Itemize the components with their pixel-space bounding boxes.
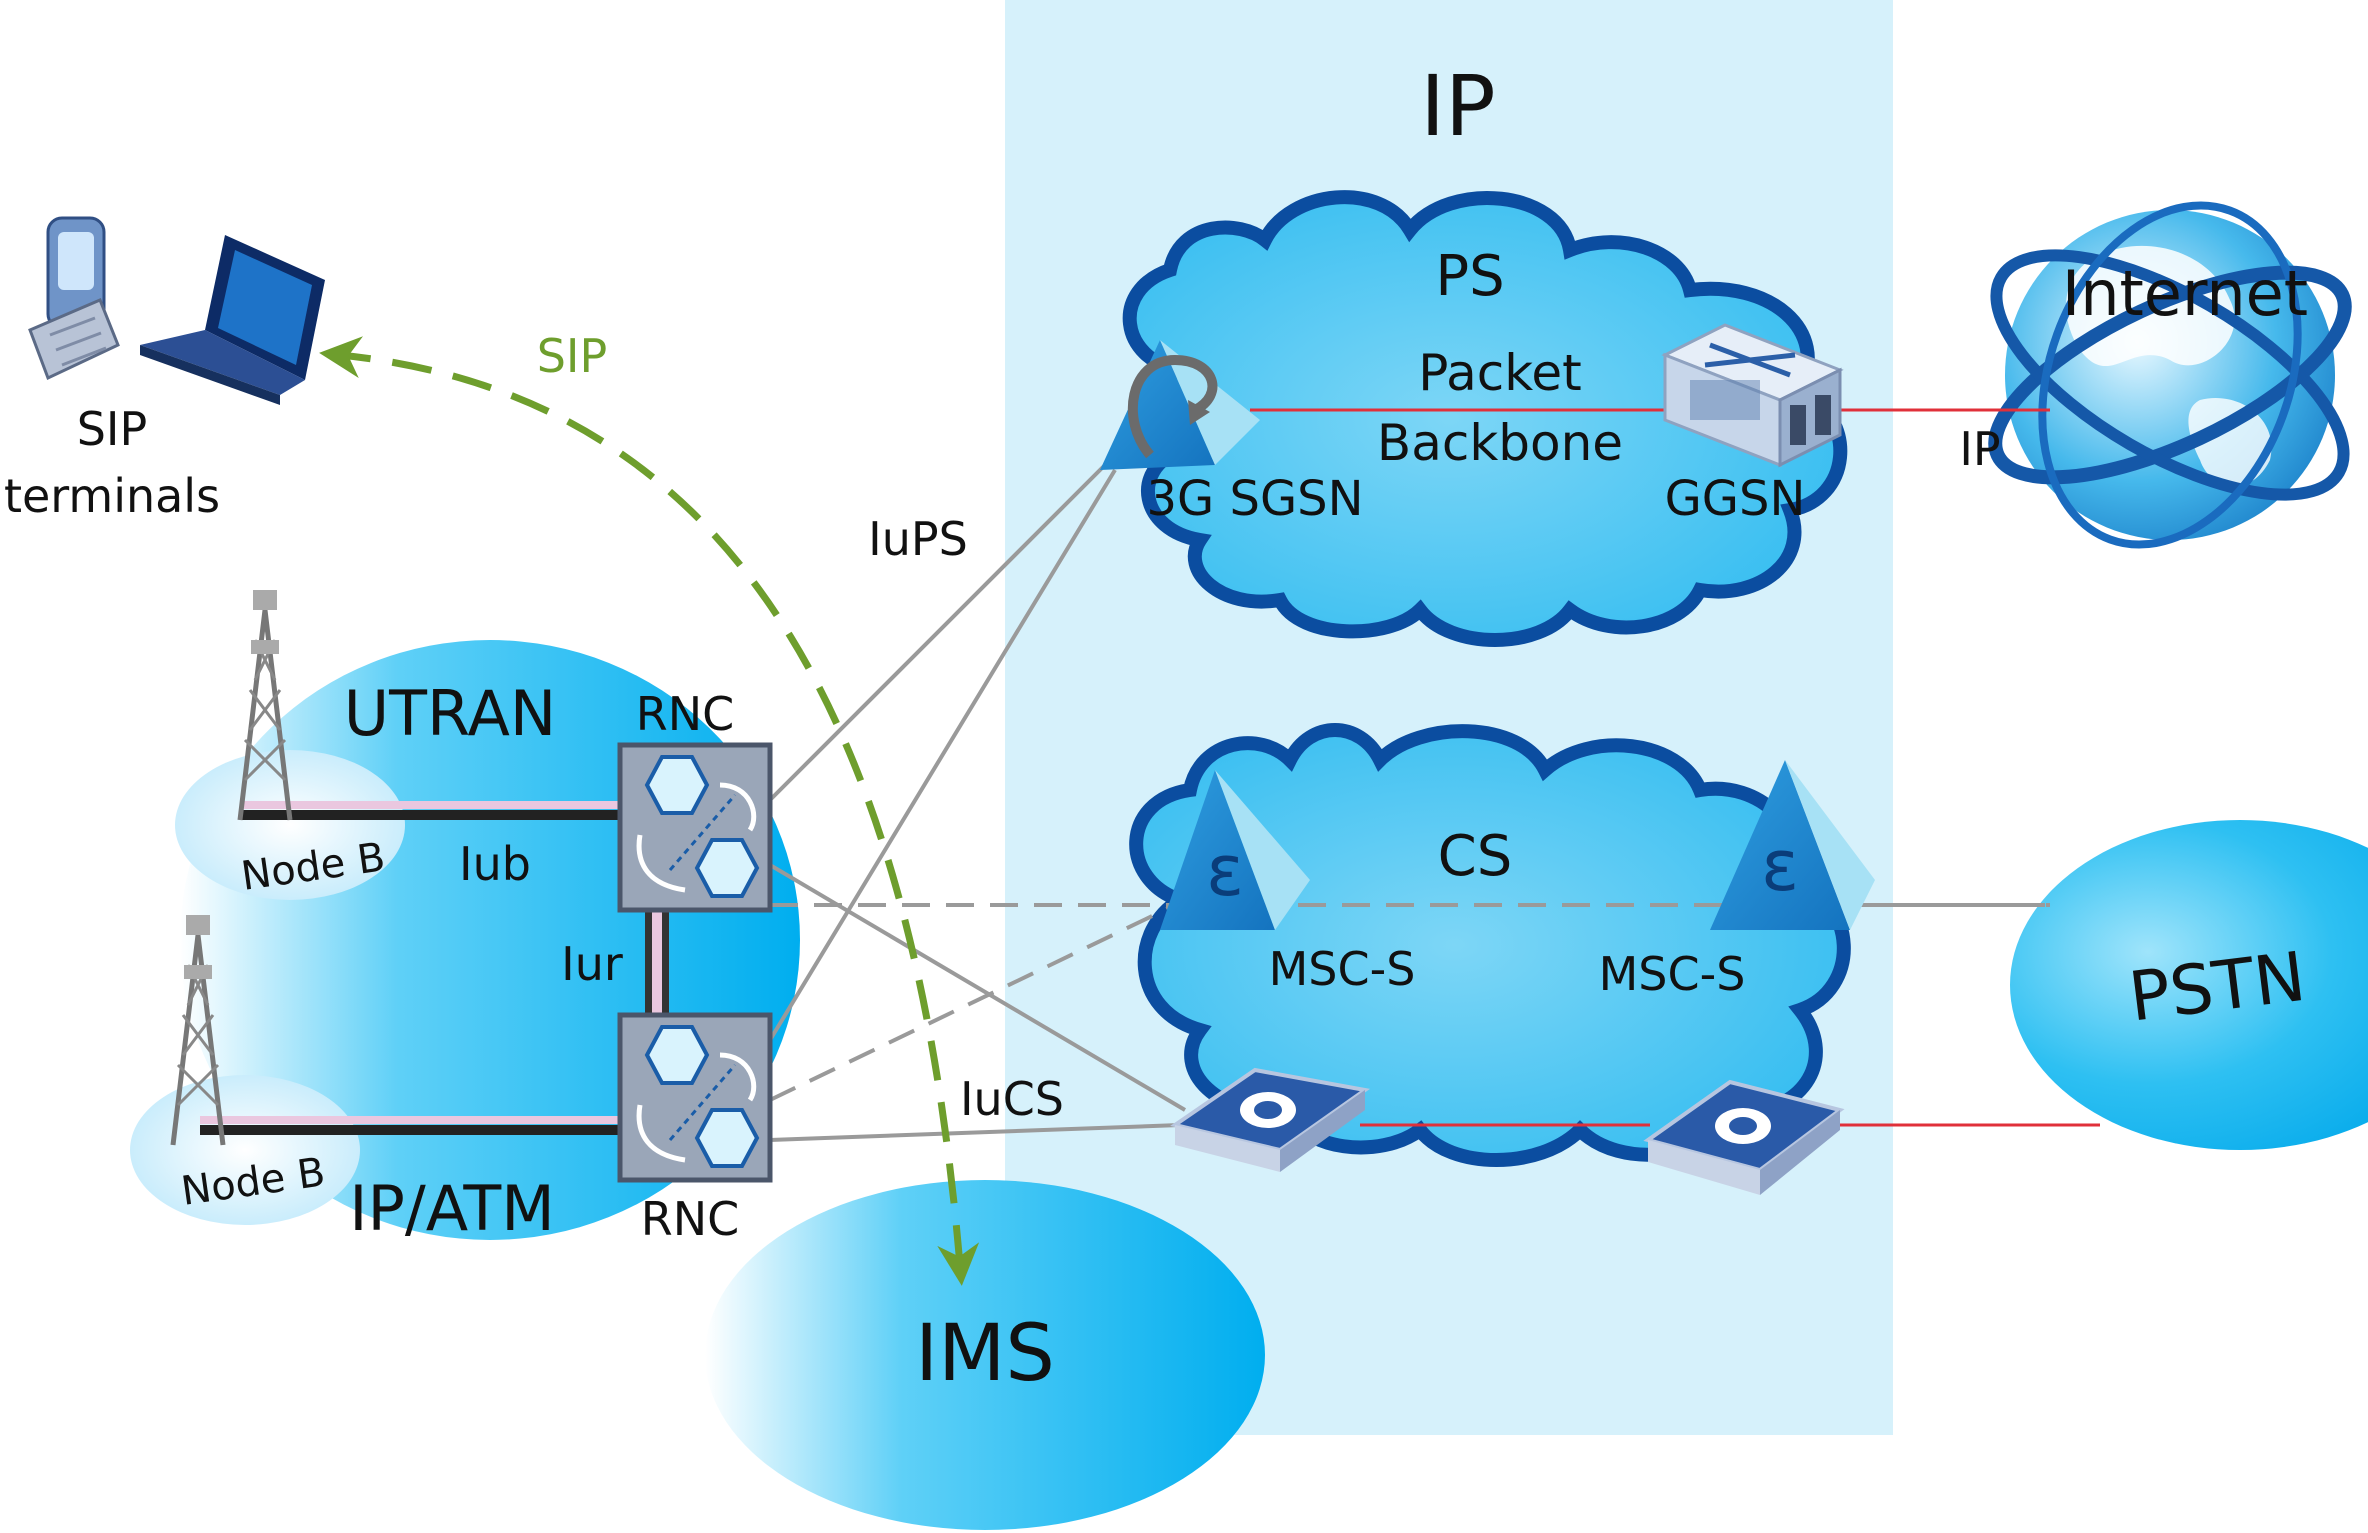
ip-link-label: IP — [1959, 422, 2000, 476]
iur-label: Iur — [561, 937, 623, 991]
iucs-label: IuCS — [960, 1072, 1064, 1126]
iub-label: Iub — [459, 837, 531, 891]
packet-backbone-label-1: Packet — [1418, 344, 1582, 402]
svg-text:ε: ε — [1206, 830, 1244, 912]
ps-cloud — [1122, 190, 1848, 647]
rnc-icon — [617, 742, 773, 913]
ggsn-label: GGSN — [1665, 471, 1806, 527]
ps-cloud-label: PS — [1435, 244, 1504, 309]
internet-label: Internet — [2062, 257, 2308, 330]
msc-s-right-label: MSC-S — [1599, 947, 1746, 1001]
iups-label: IuPS — [868, 512, 968, 566]
ggsn-icon — [1661, 323, 1844, 468]
packet-backbone-label-2: Backbone — [1377, 414, 1623, 472]
cs-cloud-label: CS — [1438, 824, 1513, 889]
sip-terminals-label-1: SIP — [77, 402, 148, 456]
iur-link-inner — [652, 910, 662, 1015]
msc-icon: ε — [1160, 770, 1310, 930]
media-gateway-icon — [1170, 1067, 1371, 1172]
rnc-bottom-label: RNC — [641, 1192, 740, 1246]
ims-label: IMS — [915, 1309, 1055, 1399]
globe-icon — [1988, 201, 2352, 549]
rnc-icon — [617, 1012, 773, 1183]
utran-label: UTRAN — [344, 677, 557, 750]
ip-zone-title: IP — [1420, 57, 1495, 155]
sip-label: SIP — [537, 329, 608, 383]
pstn-ellipse — [2010, 820, 2368, 1150]
cell-tower-icon — [237, 590, 293, 821]
sip-arc — [319, 336, 980, 1286]
laptop-icon — [140, 235, 325, 405]
node-b-bottom-ellipse — [130, 1075, 360, 1225]
ip-atm-label: IP/ATM — [349, 1172, 555, 1245]
sip-terminals-label-2: terminals — [4, 469, 220, 523]
msc-icon: ε — [1710, 760, 1875, 930]
sgsn-icon — [1100, 340, 1260, 470]
sgsn-label: 3G SGSN — [1146, 471, 1363, 527]
rnc-top-label: RNC — [636, 687, 735, 741]
cell-tower-icon — [170, 915, 226, 1146]
media-gateway-icon — [1643, 1079, 1845, 1195]
msc-s-left-label: MSC-S — [1269, 942, 1416, 996]
svg-text:ε: ε — [1761, 825, 1799, 907]
mobile-phone-icon — [28, 216, 120, 381]
